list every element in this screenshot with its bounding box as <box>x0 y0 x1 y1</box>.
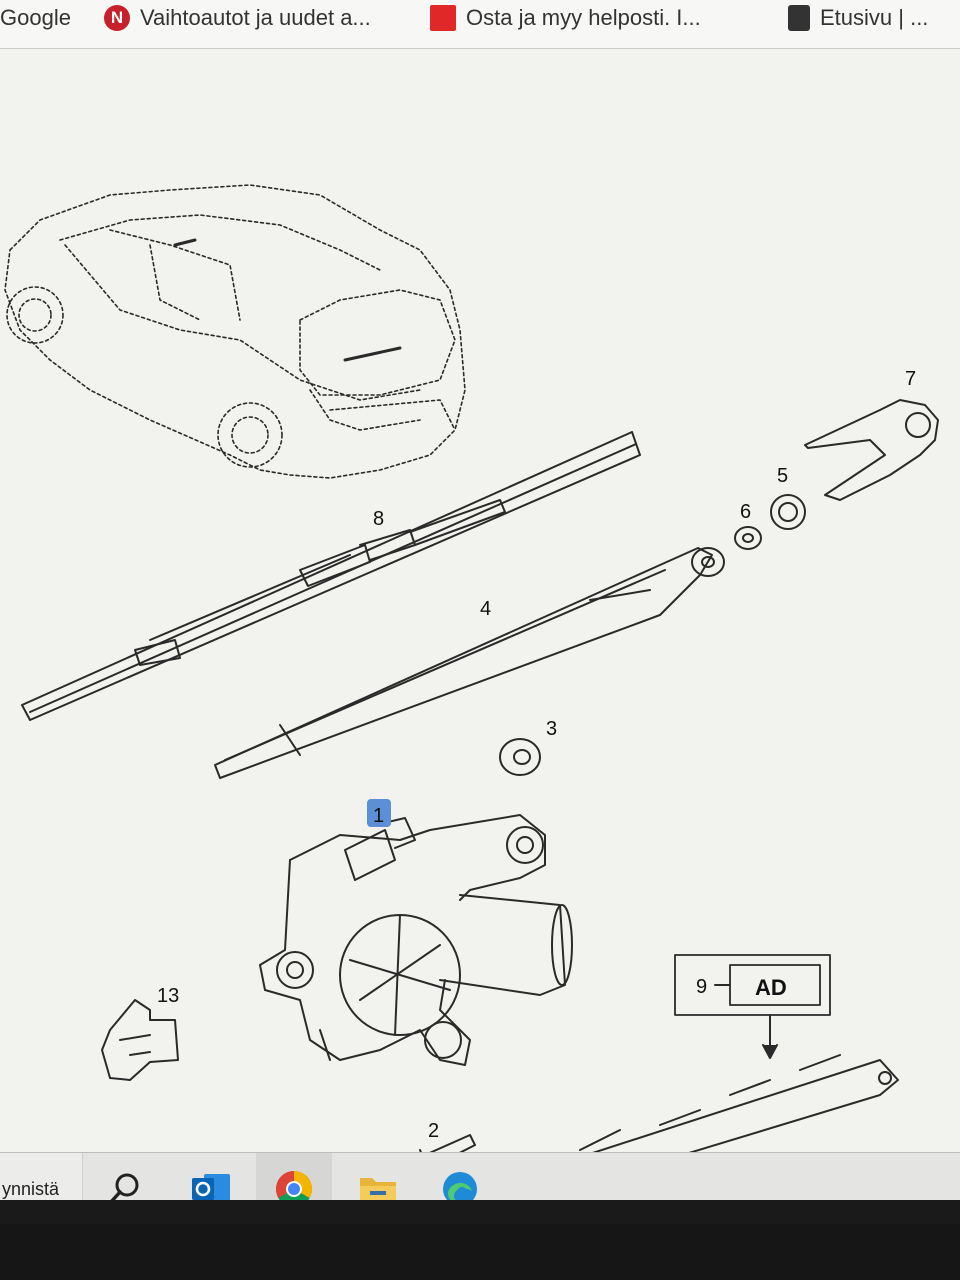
cap-part-7 <box>804 399 939 501</box>
taskbar-outlook[interactable] <box>176 1153 246 1200</box>
folder-icon <box>360 1178 396 1200</box>
taskbar-search-button[interactable] <box>92 1153 156 1200</box>
grommet-part-3 <box>499 738 541 776</box>
part-number-3: 3 <box>546 718 557 740</box>
bookmarks-bar: Google N Vaihtoautot ja uudet a... Osta … <box>0 0 960 49</box>
wiper-blade-part-8 <box>21 431 641 721</box>
part-number-1: 1 <box>373 805 384 827</box>
outlook-icon <box>192 1174 230 1200</box>
bookmark-etusivu[interactable]: Etusivu | ... <box>788 4 928 32</box>
part-number-13: 13 <box>157 985 179 1007</box>
part-number-4: 4 <box>480 598 491 620</box>
part-labels: 1 2 3 4 5 6 7 8 9 13 AD <box>157 368 916 1142</box>
tori-icon <box>430 5 456 31</box>
nut-part-5 <box>770 494 806 530</box>
part-number-2: 2 <box>428 1120 439 1142</box>
chrome-icon <box>275 1171 313 1200</box>
nettiauto-icon: N <box>104 5 130 31</box>
bookmark-label: Etusivu | ... <box>820 5 929 30</box>
part-number-5: 5 <box>777 465 788 487</box>
bookmark-label: Osta ja myy helposti. I... <box>466 5 701 30</box>
taskbar-file-explorer[interactable] <box>346 1153 410 1200</box>
part-number-9: 9 <box>696 976 707 998</box>
monitor-screen: Google N Vaihtoautot ja uudet a... Osta … <box>0 0 960 1200</box>
connector-part-13 <box>101 999 179 1081</box>
part-number-7: 7 <box>905 368 916 390</box>
bookmark-google[interactable]: Google <box>0 4 71 32</box>
parts-diagram: 1 2 3 4 5 6 7 8 9 13 AD <box>4 184 939 1160</box>
start-label: ynnistä <box>2 1178 60 1199</box>
bookmark-label: Google <box>0 5 71 30</box>
taskbar-edge[interactable] <box>428 1153 492 1200</box>
part-1-highlight <box>367 799 391 827</box>
windows-taskbar: ynnistä <box>0 1152 960 1200</box>
relay-module-part-9 <box>567 954 899 1160</box>
car-wiper-marker <box>173 238 402 362</box>
car-outline <box>4 184 466 479</box>
callout-code: AD <box>755 975 787 1000</box>
search-icon <box>110 1173 139 1200</box>
part-number-6: 6 <box>740 501 751 523</box>
start-search-box[interactable]: ynnistä <box>0 1153 83 1200</box>
part-number-8: 8 <box>373 508 384 530</box>
wiper-motor-part-1 <box>259 814 573 1066</box>
taskbar-chrome[interactable] <box>256 1153 332 1200</box>
edge-icon <box>443 1172 477 1200</box>
bookmark-vaihtoautot[interactable]: N Vaihtoautot ja uudet a... <box>104 4 371 32</box>
site-icon <box>788 5 810 31</box>
washer-part-6 <box>734 526 762 550</box>
bookmark-label: Vaihtoautot ja uudet a... <box>140 5 371 30</box>
monitor-bezel <box>0 1224 960 1280</box>
wiper-arm-part-4 <box>214 547 725 779</box>
bookmark-osta-ja-myy[interactable]: Osta ja myy helposti. I... <box>430 4 701 32</box>
